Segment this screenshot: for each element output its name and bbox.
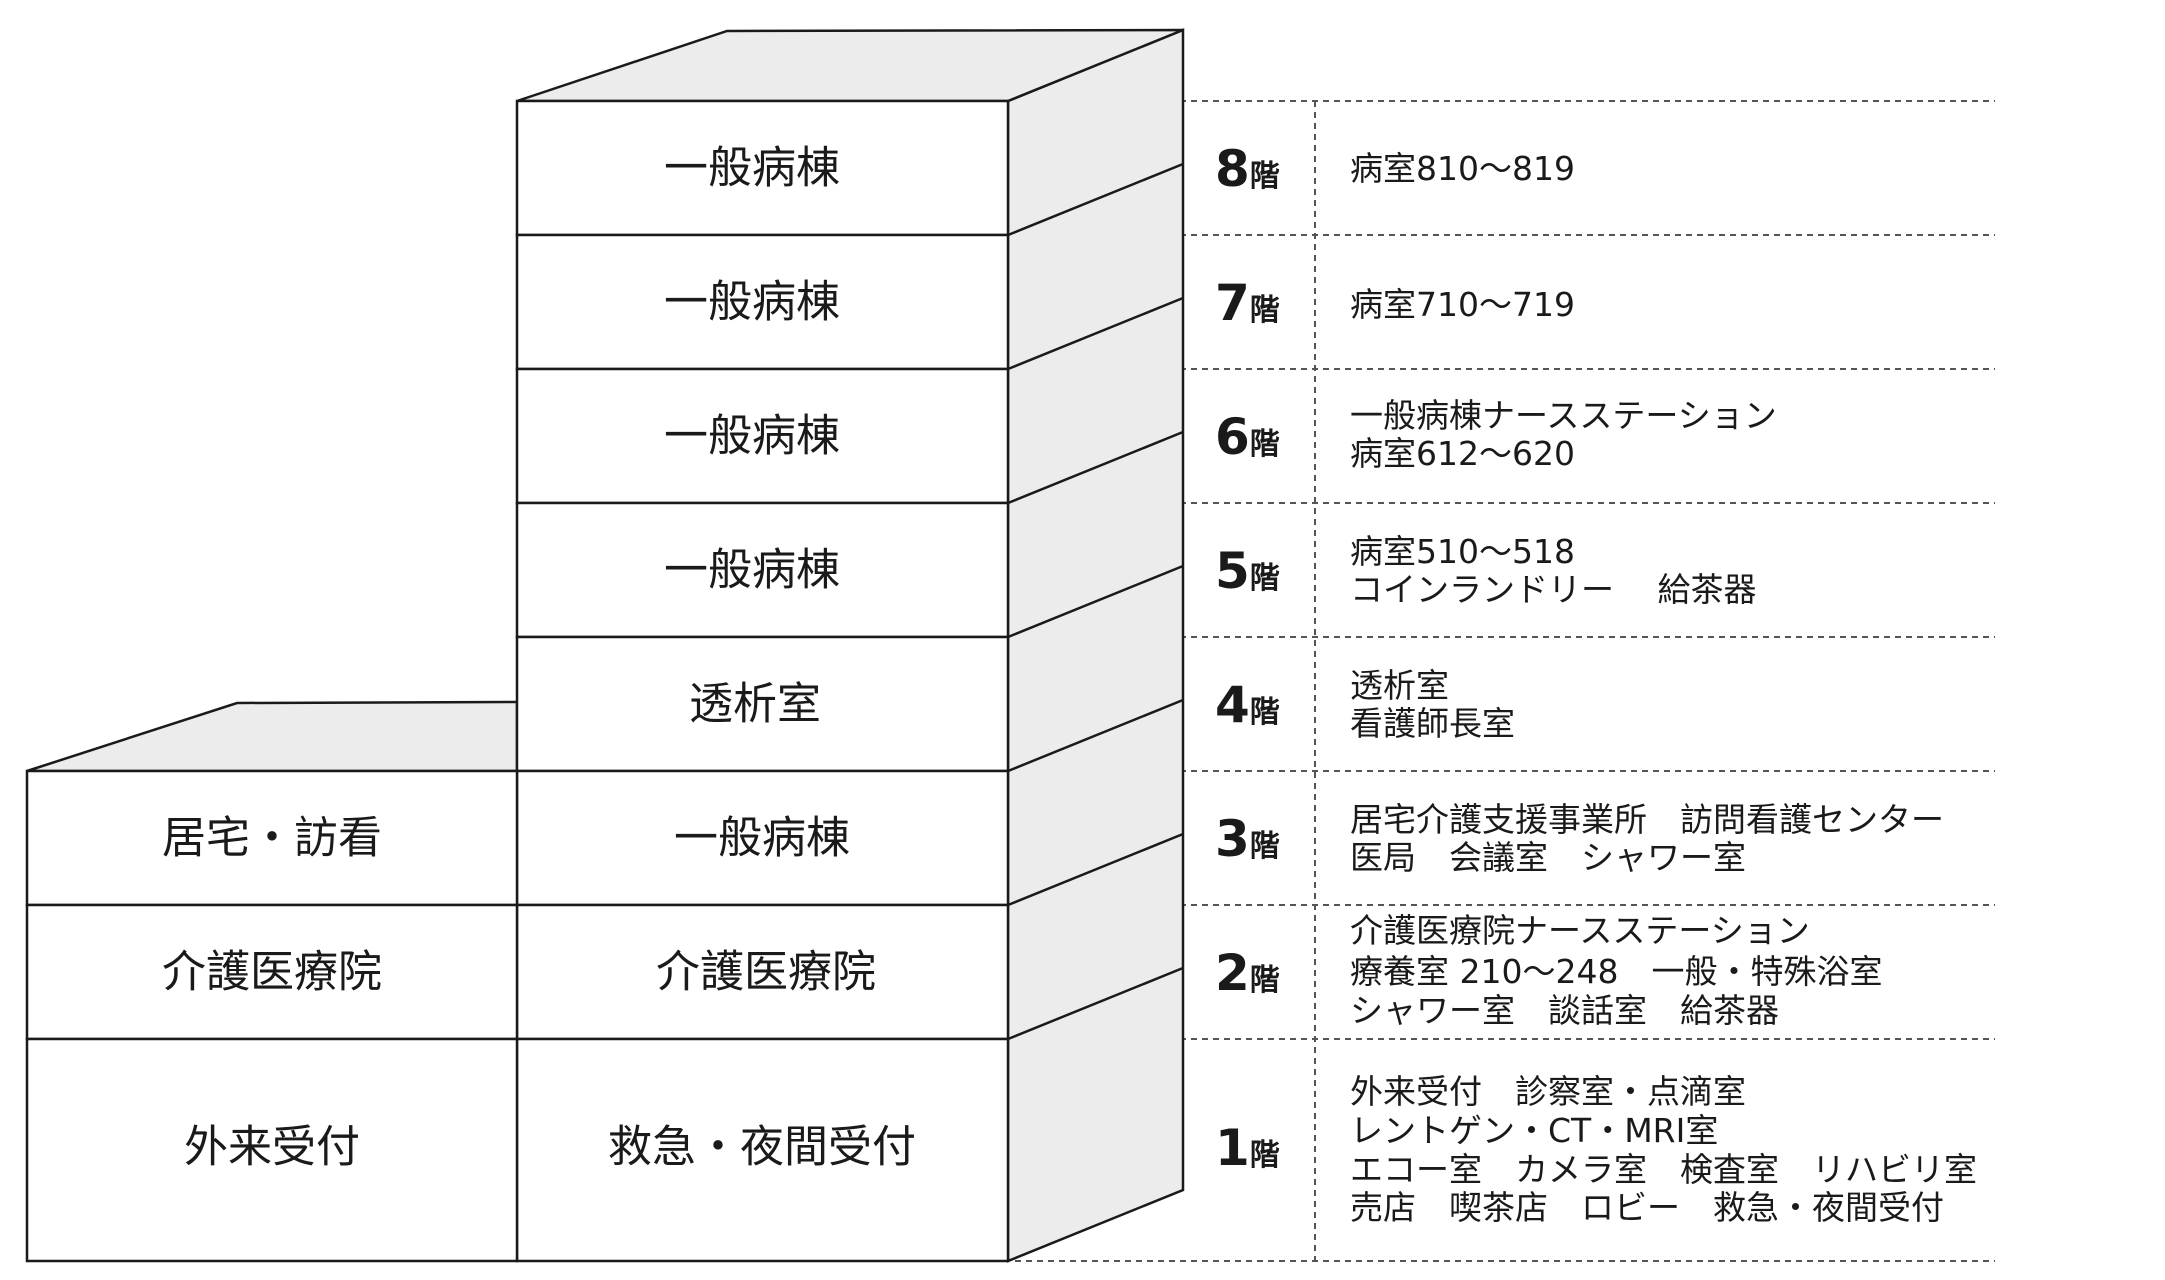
floor-2-number: 2階 bbox=[1215, 944, 1280, 1002]
annex-labels: 居宅・訪看 介護医療院 外来受付 bbox=[162, 813, 382, 1173]
floor-4-info-line: 透析室 bbox=[1350, 666, 1449, 705]
floor-6-info-line: 一般病棟ナースステーション bbox=[1350, 396, 1777, 435]
floor-4-main-label: 透析室 bbox=[689, 679, 821, 730]
floor-2-main-label: 介護医療院 bbox=[656, 947, 876, 998]
floor-2-info-line: 介護医療院ナースステーション bbox=[1350, 911, 1810, 950]
floor-1-info-line: エコー室 カメラ室 検査室 リハビリ室 bbox=[1350, 1150, 1977, 1189]
floor-1-info-line: レントゲン・CT・MRI室 bbox=[1350, 1111, 1718, 1150]
tower-labels: 一般病棟 一般病棟 一般病棟 一般病棟 透析室 一般病棟 介護医療院 救急・夜間… bbox=[608, 143, 916, 1173]
floor-3-left-label: 居宅・訪看 bbox=[162, 813, 382, 864]
floor-8-info-line: 病室810～819 bbox=[1350, 149, 1575, 188]
floor-1-left-label: 外来受付 bbox=[184, 1122, 360, 1173]
floor-3-main-label: 一般病棟 bbox=[674, 813, 850, 864]
floor-5-info-line: 病室510～518 bbox=[1350, 532, 1575, 571]
floor-2-info-line: 療養室 210～248 一般・特殊浴室 bbox=[1350, 952, 1882, 991]
floor-1-info-line: 売店 喫茶店 ロビー 救急・夜間受付 bbox=[1350, 1188, 1944, 1227]
floor-3-info-line: 医局 会議室 シャワー室 bbox=[1350, 838, 1746, 877]
floor-5-info-line: コインランドリー 給茶器 bbox=[1350, 570, 1757, 609]
floor-6-info-line: 病室612～620 bbox=[1350, 434, 1575, 473]
tower-side-floor-lines bbox=[1007, 162, 1184, 1041]
tower-front bbox=[515, 99, 1010, 1263]
floor-info: 病室810～819 病室710～719 一般病棟ナースステーション 病室612～… bbox=[1350, 149, 1977, 1227]
floor-3-info-line: 居宅介護支援事業所 訪問看護センター bbox=[1350, 800, 1944, 839]
floor-1-number: 1階 bbox=[1215, 1119, 1280, 1177]
floor-7-info-line: 病室710～719 bbox=[1350, 285, 1575, 324]
dashed-guides bbox=[1015, 100, 1995, 1262]
floor-3-number: 3階 bbox=[1215, 810, 1280, 868]
floor-numbers: 8階 7階 6階 5階 4階 3階 2階 1階 bbox=[1215, 140, 1280, 1177]
annex-top-face bbox=[26, 700, 519, 773]
tower-side-face bbox=[1006, 28, 1185, 1263]
floor-5-main-label: 一般病棟 bbox=[664, 545, 840, 596]
floor-8-main-label: 一般病棟 bbox=[664, 143, 840, 194]
floor-6-number: 6階 bbox=[1215, 408, 1280, 466]
floor-5-number: 5階 bbox=[1215, 542, 1280, 600]
floor-7-main-label: 一般病棟 bbox=[664, 277, 840, 328]
annex-front bbox=[25, 769, 519, 1263]
floor-1-info-line: 外来受付 診察室・点滴室 bbox=[1350, 1072, 1746, 1111]
floor-7-number: 7階 bbox=[1215, 274, 1280, 332]
floor-1-main-label: 救急・夜間受付 bbox=[608, 1122, 916, 1173]
floor-2-info-line: シャワー室 談話室 給茶器 bbox=[1350, 991, 1779, 1030]
floor-6-main-label: 一般病棟 bbox=[664, 411, 840, 462]
floor-2-left-label: 介護医療院 bbox=[162, 947, 382, 998]
floor-8-number: 8階 bbox=[1215, 140, 1280, 198]
floor-4-number: 4階 bbox=[1215, 676, 1280, 734]
floor-4-info-line: 看護師長室 bbox=[1350, 704, 1515, 743]
